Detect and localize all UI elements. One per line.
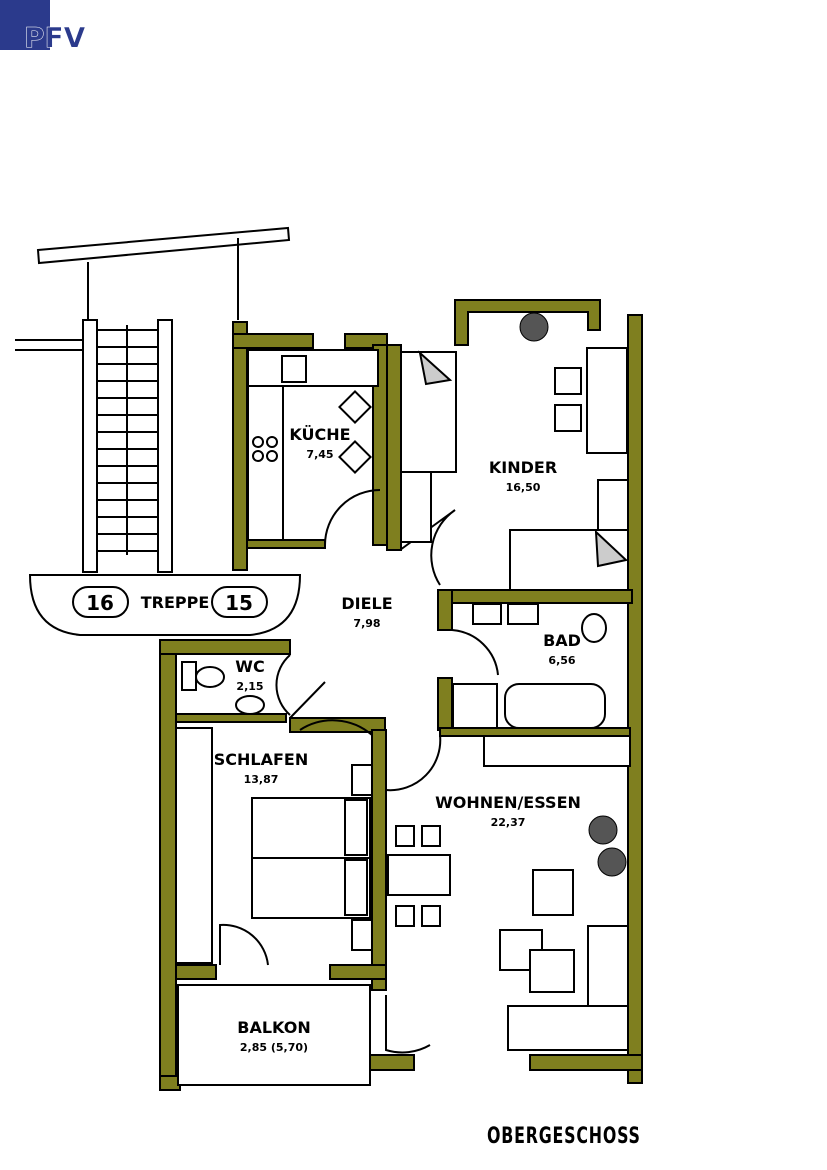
room-area: 7,98 <box>353 617 380 630</box>
room-area: 2,15 <box>236 680 263 693</box>
room-name: KINDER <box>489 458 557 477</box>
room-area: 22,37 <box>491 816 526 829</box>
room-area: 6,56 <box>548 654 575 667</box>
room-name: SCHLAFEN <box>214 750 308 769</box>
balcony-outline <box>177 984 371 1086</box>
room-name: WOHNEN/ESSEN <box>435 793 581 812</box>
svg-text:PFV: PFV <box>24 21 86 50</box>
pfv-logo: PFV <box>0 0 86 50</box>
room-area: 16,50 <box>506 481 541 494</box>
doors <box>219 489 499 1054</box>
room-area: 2,85 (5,70) <box>240 1041 308 1054</box>
furniture <box>175 312 631 1051</box>
room-area: 13,87 <box>244 773 279 786</box>
stair-number-left-text: 16 <box>86 591 114 615</box>
room-name: WC <box>235 657 264 676</box>
walls <box>159 299 643 1091</box>
plan-title: OBERGESCHOSS <box>487 1124 641 1149</box>
room-name: BAD <box>543 631 581 650</box>
staircase <box>15 226 302 636</box>
room-name: KÜCHE <box>289 425 350 444</box>
room-area: 7,45 <box>306 448 333 461</box>
room-name: BALKON <box>237 1018 310 1037</box>
stair-number-right-text: 15 <box>225 591 253 615</box>
stair-number-right <box>211 586 268 618</box>
stair-number-left <box>72 586 129 618</box>
room-name: DIELE <box>341 594 392 613</box>
stair-label: TREPPE <box>141 593 210 612</box>
